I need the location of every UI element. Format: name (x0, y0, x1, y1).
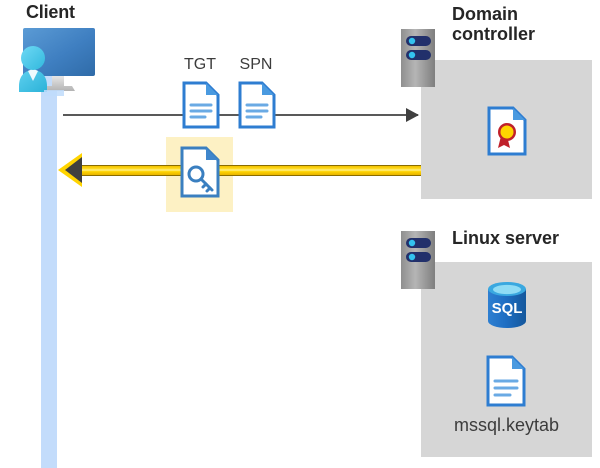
spn-document-icon (238, 81, 276, 134)
client-lifeline (41, 62, 57, 468)
tgt-document-icon (182, 81, 220, 134)
certificate-document-icon (487, 106, 527, 161)
sql-database-icon: SQL (482, 280, 532, 335)
response-arrowhead-icon (65, 157, 82, 183)
domain-controller-server-rack-icon (401, 29, 435, 87)
spn-label: SPN (239, 56, 273, 73)
keytab-document-icon (486, 355, 526, 412)
request-arrowhead-icon (406, 108, 419, 122)
linux-server-rack-icon (401, 231, 435, 289)
key-document-icon (180, 146, 220, 203)
tgt-label: TGT (184, 56, 216, 73)
keytab-file-label: mssql.keytab (453, 415, 560, 435)
sql-database-text: SQL (492, 300, 523, 317)
response-line (78, 165, 421, 176)
linux-server-title: Linux server (452, 228, 560, 248)
user-monitor-icon (6, 24, 110, 96)
domain-controller-title: Domain controller (452, 4, 536, 45)
client-title: Client (26, 2, 75, 22)
